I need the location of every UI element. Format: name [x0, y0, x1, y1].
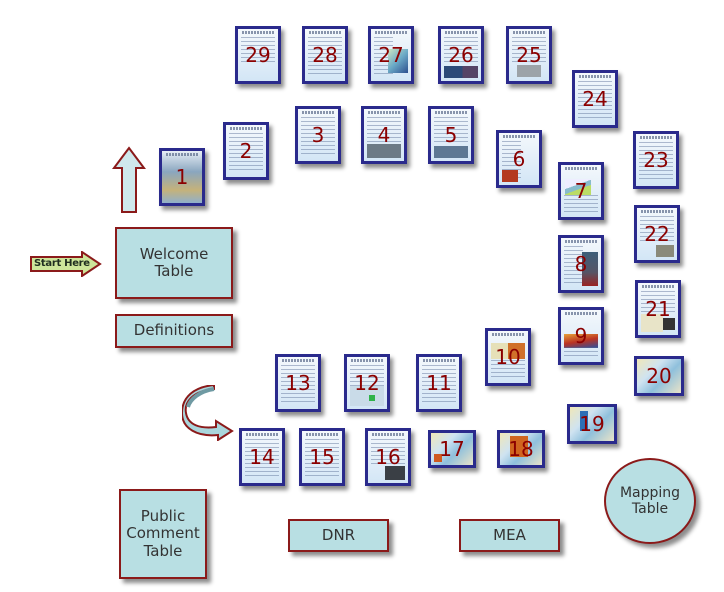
poster-number: 26 [448, 43, 474, 67]
mapping-table-label: Mapping Table [619, 484, 681, 517]
poster-25[interactable]: 25 [506, 26, 552, 84]
mapping-table[interactable]: Mapping Table [604, 458, 696, 544]
poster-27[interactable]: 27 [368, 26, 414, 84]
poster-number: 5 [444, 123, 458, 147]
poster-number: 9 [574, 324, 588, 348]
poster-number: 3 [311, 123, 325, 147]
poster-7[interactable]: 7 [558, 162, 604, 220]
poster-number: 4 [377, 123, 391, 147]
poster-1[interactable]: 1 [159, 148, 205, 206]
poster-number: 24 [582, 87, 608, 111]
poster-12[interactable]: 12 [344, 354, 390, 412]
poster-number: 7 [574, 179, 588, 203]
poster-number: 20 [646, 364, 672, 388]
poster-number: 10 [495, 345, 521, 369]
poster-number: 28 [312, 43, 338, 67]
poster-11[interactable]: 11 [416, 354, 462, 412]
poster-number: 25 [516, 43, 542, 67]
right-arrow-icon [30, 250, 102, 278]
poster-20[interactable]: 20 [634, 356, 684, 396]
poster-26[interactable]: 26 [438, 26, 484, 84]
poster-14[interactable]: 14 [239, 428, 285, 486]
poster-number: 23 [643, 148, 669, 172]
start-here-arrow: Start Here [30, 250, 102, 281]
poster-6[interactable]: 6 [496, 130, 542, 188]
poster-number: 8 [574, 252, 588, 276]
public-comment-table[interactable]: Public Comment Table [119, 489, 207, 579]
dnr-table[interactable]: DNR [288, 519, 389, 552]
definitions-table[interactable]: Definitions [115, 314, 233, 348]
poster-4[interactable]: 4 [361, 106, 407, 164]
poster-number: 14 [249, 445, 275, 469]
poster-number: 19 [579, 412, 605, 436]
poster-number: 15 [309, 445, 335, 469]
poster-2[interactable]: 2 [223, 122, 269, 180]
poster-19[interactable]: 19 [567, 404, 617, 444]
poster-23[interactable]: 23 [633, 131, 679, 189]
poster-number: 11 [426, 371, 452, 395]
mea-table-label: MEA [493, 525, 526, 544]
poster-number: 22 [644, 222, 670, 246]
poster-21[interactable]: 21 [635, 280, 681, 338]
poster-18[interactable]: 18 [497, 430, 545, 468]
definitions-table-label: Definitions [133, 321, 215, 340]
up-arrow-icon [112, 146, 146, 213]
poster-number: 6 [512, 147, 526, 171]
poster-number: 18 [508, 437, 534, 461]
poster-22[interactable]: 22 [634, 205, 680, 263]
welcome-table-label: Welcome Table [139, 244, 209, 280]
poster-13[interactable]: 13 [275, 354, 321, 412]
poster-number: 17 [439, 437, 465, 461]
poster-5[interactable]: 5 [428, 106, 474, 164]
poster-number: 2 [239, 139, 253, 163]
poster-number: 29 [245, 43, 271, 67]
poster-number: 21 [645, 297, 671, 321]
poster-24[interactable]: 24 [572, 70, 618, 128]
dnr-table-label: DNR [321, 525, 356, 544]
poster-number: 1 [175, 165, 189, 189]
poster-28[interactable]: 28 [302, 26, 348, 84]
poster-number: 12 [354, 371, 380, 395]
poster-number: 13 [285, 371, 311, 395]
curved-arrow-icon [182, 385, 234, 441]
start-here-label: Start Here [34, 258, 90, 269]
poster-10[interactable]: 10 [485, 328, 531, 386]
public-comment-table-label: Public Comment Table [126, 507, 200, 560]
welcome-table[interactable]: Welcome Table [115, 227, 233, 299]
poster-9[interactable]: 9 [558, 307, 604, 365]
poster-number: 16 [375, 445, 401, 469]
poster-17[interactable]: 17 [428, 430, 476, 468]
poster-29[interactable]: 29 [235, 26, 281, 84]
poster-16[interactable]: 16 [365, 428, 411, 486]
poster-3[interactable]: 3 [295, 106, 341, 164]
poster-8[interactable]: 8 [558, 235, 604, 293]
poster-15[interactable]: 15 [299, 428, 345, 486]
mea-table[interactable]: MEA [459, 519, 560, 552]
poster-number: 27 [378, 43, 404, 67]
